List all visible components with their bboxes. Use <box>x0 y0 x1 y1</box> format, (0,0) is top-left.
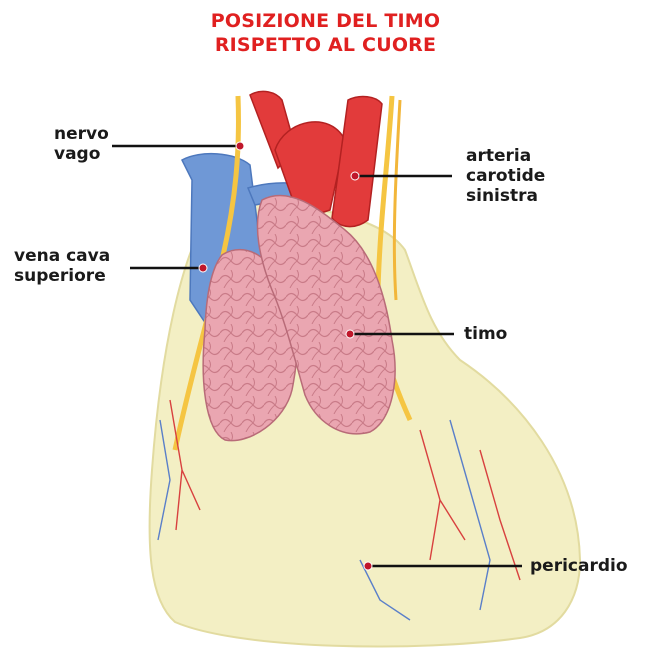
label-pericardio: pericardio <box>530 556 628 576</box>
label-arteria-line3: sinistra <box>466 186 545 206</box>
label-vena-cava: vena cava superiore <box>14 246 110 286</box>
label-vena-cava-line2: superiore <box>14 266 110 286</box>
left-carotid-artery <box>332 97 382 227</box>
label-arteria-carotide: arteria carotide sinistra <box>466 146 545 206</box>
label-nervo-vago: nervo vago <box>54 124 109 164</box>
label-nervo-vago-line1: nervo <box>54 124 109 144</box>
label-nervo-vago-line2: vago <box>54 144 109 164</box>
label-timo: timo <box>464 324 507 344</box>
label-arteria-line1: arteria <box>466 146 545 166</box>
label-arteria-line2: carotide <box>466 166 545 186</box>
label-vena-cava-line1: vena cava <box>14 246 110 266</box>
